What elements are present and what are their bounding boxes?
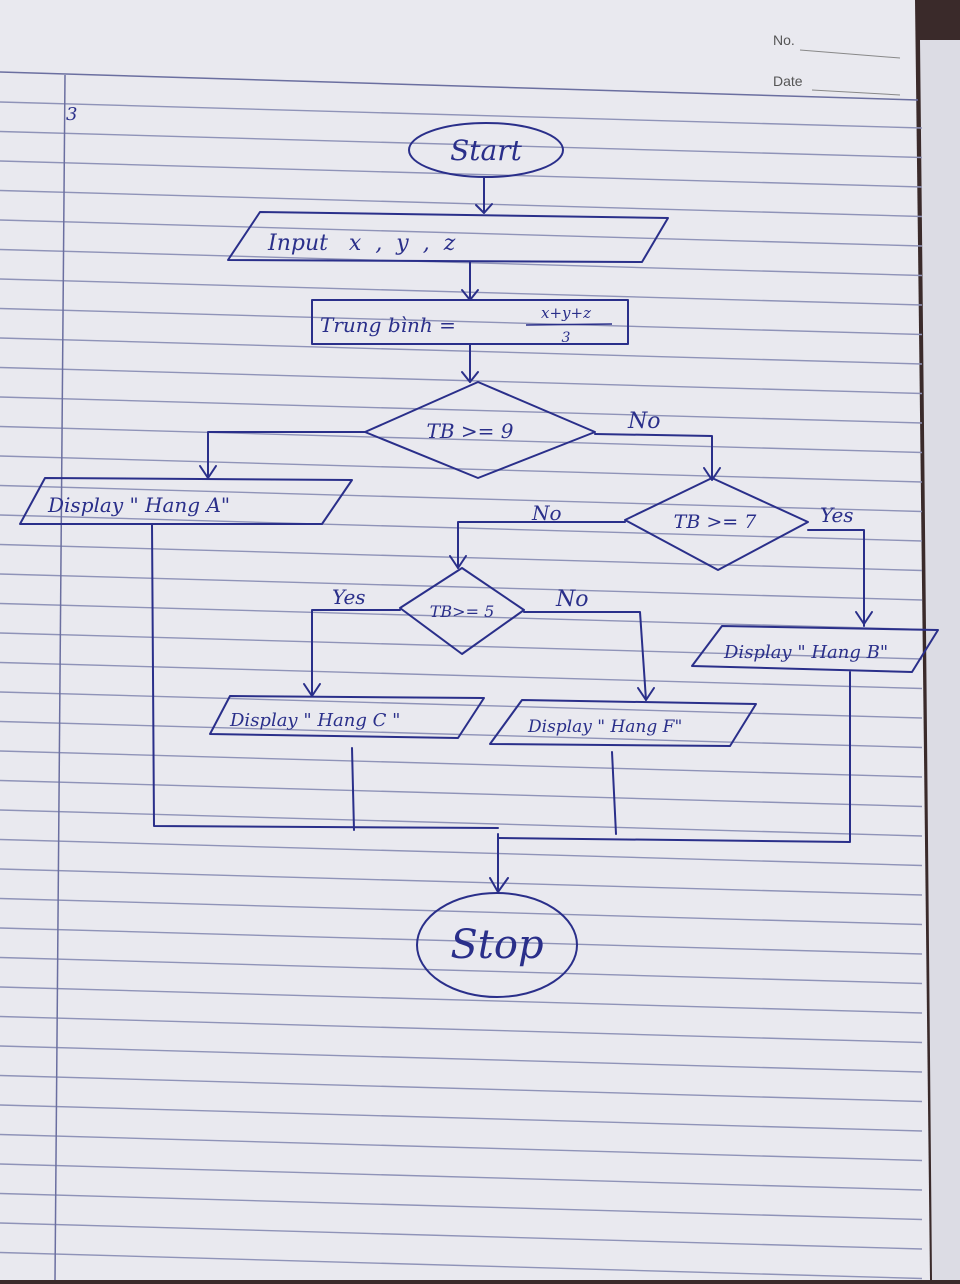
input-label: Input x , y , z <box>267 231 456 256</box>
ruled-line <box>0 1104 923 1132</box>
decision1-label: TB >= 9 <box>427 419 514 443</box>
ruled-line <box>0 1133 923 1162</box>
ruled-line <box>0 543 923 572</box>
ruled-line <box>0 484 923 513</box>
edge-yes-2: Yes <box>820 503 854 527</box>
next-page-edge <box>920 40 960 1280</box>
ruled-line <box>0 366 923 395</box>
edge-yes-3: Yes <box>332 585 366 609</box>
ruled-line <box>0 573 923 601</box>
input-parallelogram <box>227 211 669 263</box>
date-label: Date <box>773 73 803 89</box>
decision-tb-5 <box>399 567 525 655</box>
ruled-line <box>0 455 923 483</box>
ruled-line <box>0 219 923 247</box>
date-field-line <box>811 89 901 96</box>
ruled-line <box>0 160 923 188</box>
output-hang-a <box>19 477 353 525</box>
ruled-line <box>0 278 923 306</box>
ruled-line <box>0 897 923 926</box>
ruled-line <box>0 868 923 896</box>
ruled-line <box>0 1074 923 1103</box>
ruled-line <box>0 838 923 867</box>
ruled-line <box>0 1192 923 1221</box>
ruled-line <box>0 130 923 159</box>
output-a-label: Display " Hang A" <box>47 493 230 517</box>
ruled-line <box>0 1163 923 1191</box>
decision2-label: TB >= 7 <box>674 511 758 533</box>
ruled-line <box>0 248 923 277</box>
output-hang-f <box>489 699 757 747</box>
decision3-label: TB>= 5 <box>430 602 495 621</box>
ruled-line <box>0 425 923 454</box>
process-label: Trung bình = <box>320 313 456 337</box>
ruled-line <box>0 189 923 218</box>
no-field-line <box>799 49 901 59</box>
decision-tb-9 <box>364 381 596 479</box>
page-number: 3 <box>66 104 77 125</box>
ruled-line <box>0 1015 923 1044</box>
edge-no-3: No <box>555 587 589 612</box>
start-terminal <box>408 122 564 178</box>
process-denominator: 3 <box>562 330 571 346</box>
ruled-line <box>0 307 923 336</box>
output-c-label: Display " Hang C " <box>229 710 400 731</box>
edge-no-2: No <box>531 501 562 525</box>
ruled-line <box>0 396 923 424</box>
output-hang-c <box>209 695 485 739</box>
ruled-line <box>0 602 923 631</box>
fraction-bar <box>525 323 613 326</box>
edge-no-1: No <box>627 409 661 434</box>
decision-tb-7 <box>624 477 809 571</box>
ruled-line <box>0 101 923 129</box>
ruled-line <box>0 956 923 985</box>
stop-label: Stop <box>450 922 543 968</box>
margin-line <box>54 74 66 1281</box>
process-numerator: x+y+z <box>541 304 591 322</box>
ruled-line <box>0 1045 923 1073</box>
ruled-line <box>0 337 923 365</box>
ruled-line <box>0 1251 923 1280</box>
output-hang-b <box>691 625 939 673</box>
ruled-line <box>0 1222 923 1250</box>
ruled-line <box>0 986 923 1014</box>
output-b-label: Display " Hang B" <box>723 642 888 663</box>
no-label: No. <box>773 32 795 48</box>
ruled-line <box>0 927 923 955</box>
start-label: Start <box>450 134 523 167</box>
connectors <box>151 176 873 894</box>
paper <box>0 0 930 1280</box>
header-line <box>0 71 919 101</box>
ruled-line <box>0 514 923 542</box>
output-f-label: Display " Hang F" <box>527 717 682 737</box>
